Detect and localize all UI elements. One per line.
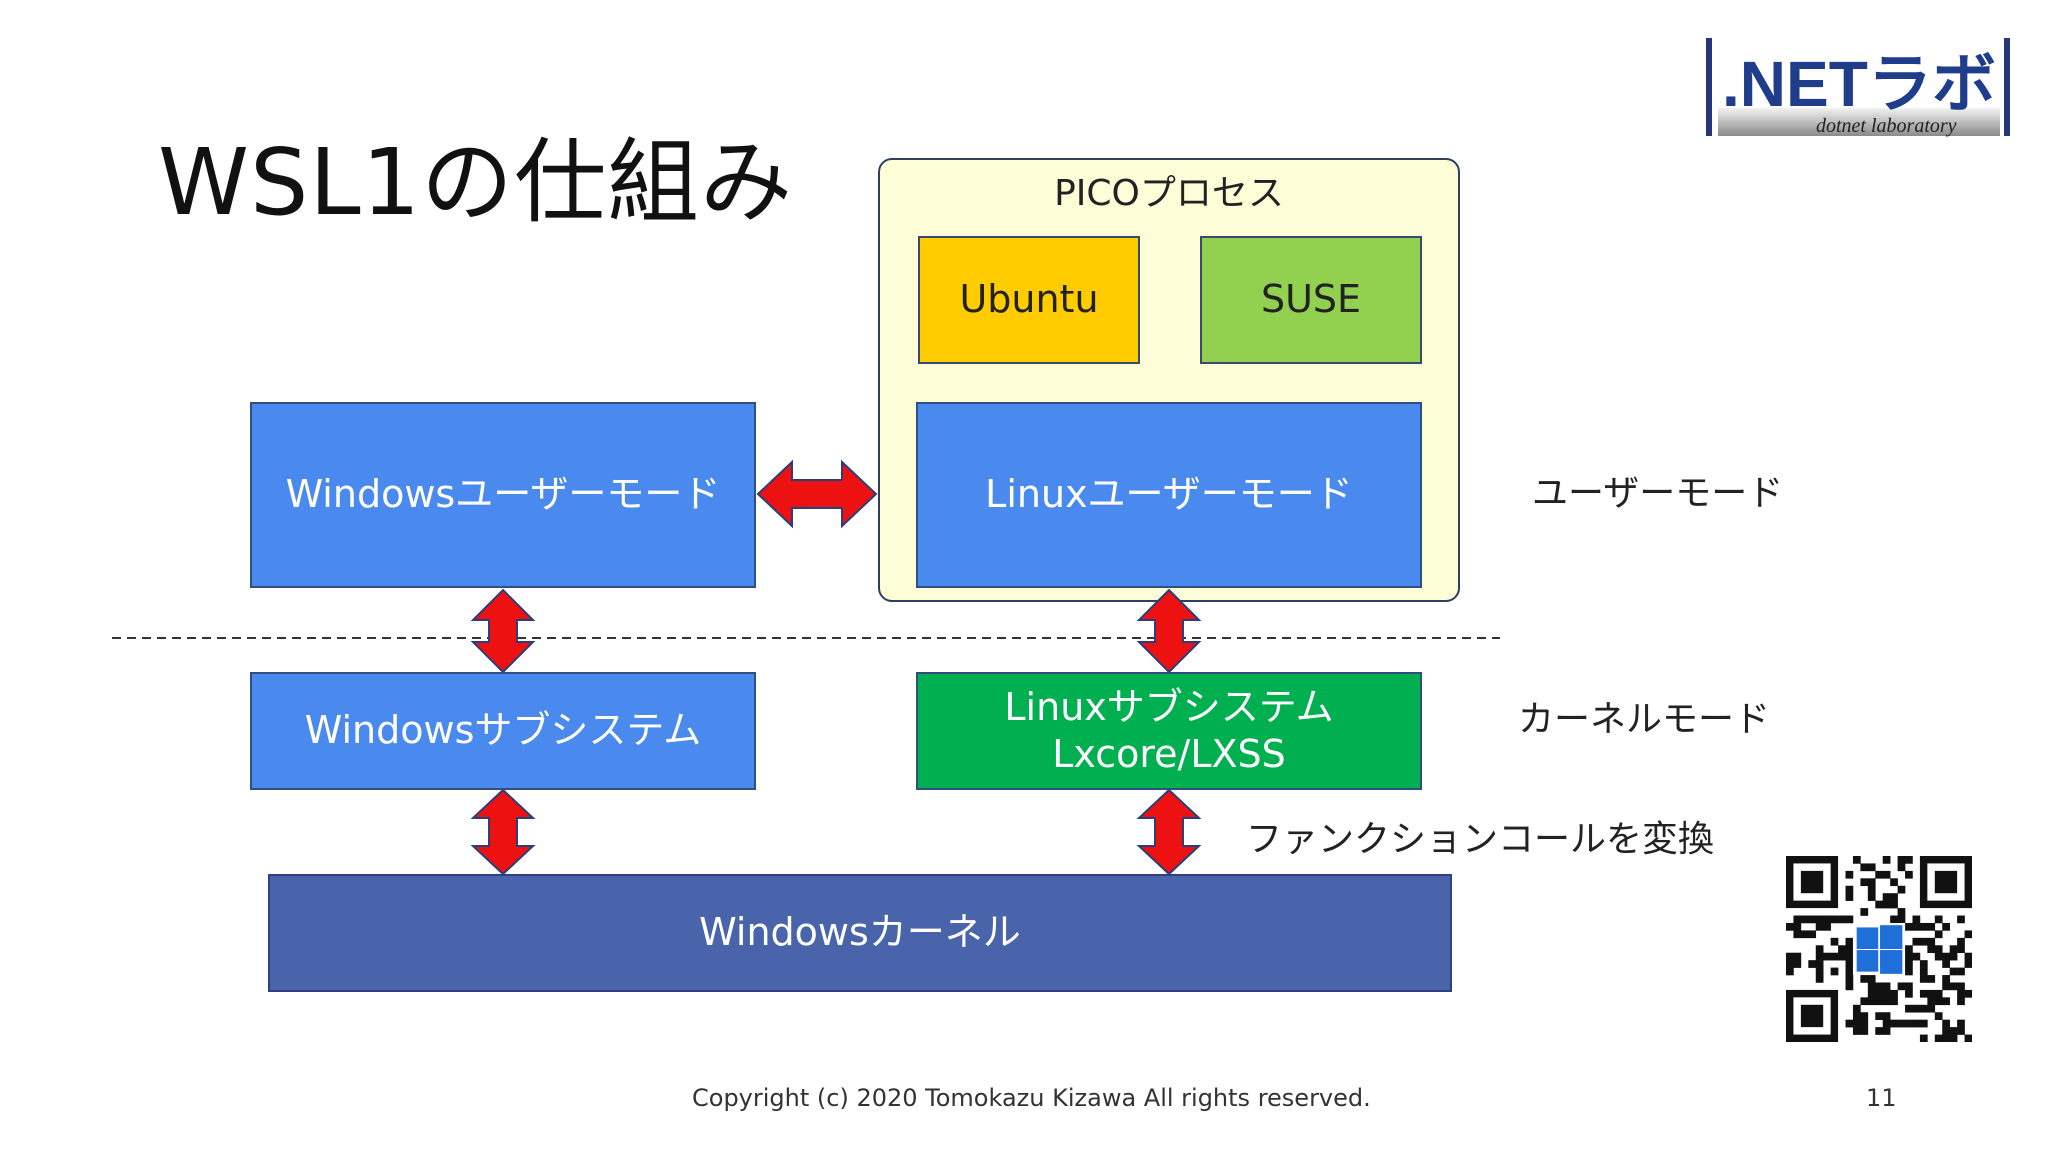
logo-main-text: .NETラボ <box>1722 48 1996 120</box>
qr-code <box>1786 856 1972 1042</box>
windows-subsystem-label: Windowsサブシステム <box>304 708 702 753</box>
double-arrow-vertical-windows-bottom <box>470 788 536 876</box>
double-arrow-horizontal <box>756 459 878 529</box>
kernel-mode-label: カーネルモード <box>1518 699 1771 740</box>
windows-kernel-label: Windowsカーネル <box>699 910 1021 955</box>
logo-graphic: .NETラボ dotnet laboratory <box>1706 38 2010 137</box>
dotnet-lab-logo: .NETラボ dotnet laboratory <box>1704 34 2014 140</box>
page-number: 11 <box>1866 1084 1897 1112</box>
suse-box: SUSE <box>1200 236 1422 364</box>
function-call-label: ファンクションコールを変換 <box>1246 819 1715 860</box>
logo-sub-text: dotnet laboratory <box>1816 115 1957 137</box>
windows-subsystem-box: Windowsサブシステム <box>250 672 756 790</box>
windows-user-mode-label: Windowsユーザーモード <box>285 472 721 517</box>
user-mode-label: ユーザーモード <box>1532 473 1784 514</box>
linux-subsystem-box: Linuxサブシステム Lxcore/LXSS <box>916 672 1422 790</box>
windows-user-mode-box: Windowsユーザーモード <box>250 402 756 588</box>
pico-process-label: PICOプロセス <box>1054 173 1284 214</box>
linux-user-mode-box: Linuxユーザーモード <box>916 402 1422 588</box>
linux-subsystem-label-line2: Lxcore/LXSS <box>1052 732 1286 776</box>
windows-kernel-box: Windowsカーネル <box>268 874 1452 992</box>
qr-code-graphic <box>1786 856 1972 1042</box>
slide-title: WSL1の仕組み <box>158 129 794 236</box>
linux-subsystem-label-line1: Linuxサブシステム <box>1004 684 1334 729</box>
copyright-text: Copyright (c) 2020 Tomokazu Kizawa All r… <box>692 1084 1371 1112</box>
suse-label: SUSE <box>1260 277 1362 322</box>
ubuntu-label: Ubuntu <box>959 277 1099 322</box>
double-arrow-vertical-linux-bottom <box>1136 788 1202 876</box>
double-arrow-vertical-linux-top <box>1136 588 1202 674</box>
ubuntu-box: Ubuntu <box>918 236 1140 364</box>
linux-user-mode-label: Linuxユーザーモード <box>985 472 1353 517</box>
double-arrow-vertical-windows-top <box>470 588 536 674</box>
